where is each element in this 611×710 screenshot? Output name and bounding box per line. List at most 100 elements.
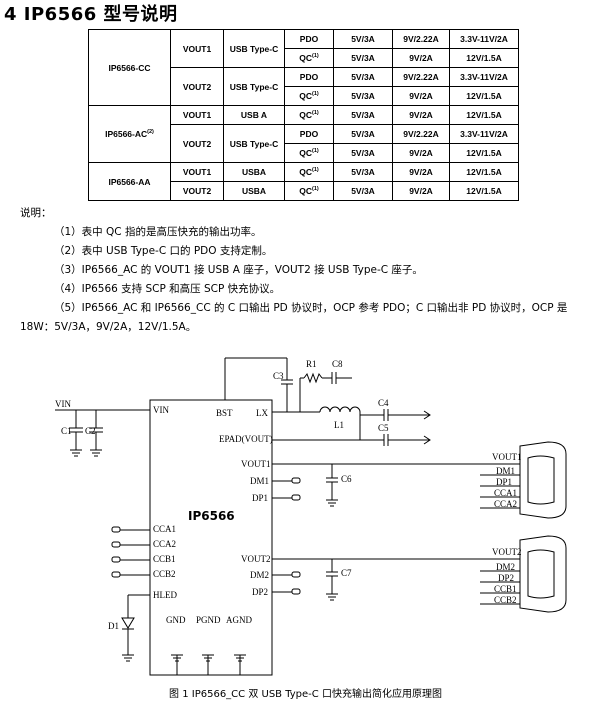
- protocol-cell: QC(1): [284, 48, 334, 68]
- value-cell: 9V/2.22A: [392, 29, 450, 49]
- c2-label: C2: [85, 426, 96, 436]
- table-row: QC(1) 5V/3A 9V/2A 12V/1.5A: [89, 143, 519, 163]
- table-row: IP6566-AC(2) VOUT1 USB A QC(1) 5V/3A 9V/…: [88, 105, 519, 163]
- port2-net-label: VOUT2: [492, 547, 522, 557]
- value-cell: 9V/2A: [392, 48, 450, 68]
- port1-line-label: DP1: [496, 477, 512, 487]
- c5-label: C5: [378, 423, 389, 433]
- port2-line-label: DM2: [496, 562, 515, 572]
- pin-pgnd: PGND: [196, 615, 221, 625]
- protocol-cell: PDO: [284, 29, 334, 49]
- port-cell: USB Type-C: [223, 124, 285, 163]
- protocol-cell: QC(1): [284, 86, 334, 106]
- port2-line-label: CCB1: [494, 584, 517, 594]
- port1-net-label: VOUT1: [492, 452, 522, 462]
- pin-epad: EPAD(VOUT): [219, 434, 273, 444]
- port1-line-label: DM1: [496, 466, 515, 476]
- pin-lx: LX: [256, 408, 268, 418]
- port2-line-label: DP2: [498, 573, 514, 583]
- protocol-cell: PDO: [284, 67, 334, 87]
- c7-label: C7: [341, 568, 352, 578]
- table-row: IP6566-CC VOUT1 USB Type-C PDO 5V/3A 9V/…: [88, 29, 519, 106]
- notes-heading: 说明：: [20, 207, 52, 219]
- value-cell: 5V/3A: [333, 105, 393, 125]
- note-item: （5）IP6566_AC 和 IP6566_CC 的 C 口输出 PD 协议时，…: [54, 302, 568, 314]
- value-cell: 12V/1.5A: [449, 162, 519, 182]
- note-item: （4）IP6566 支持 SCP 和高压 SCP 快充协议。: [54, 283, 281, 295]
- vout-cell: VOUT1: [170, 162, 224, 182]
- pin-vout1: VOUT1: [241, 459, 271, 469]
- schematic-diagram: IP6566 VIN CCA1 CCA2 CCB1 CCB2 HLED BST …: [55, 357, 567, 676]
- protocol-cell: QC(1): [284, 143, 334, 163]
- port2-line-label: CCB2: [494, 595, 517, 605]
- value-cell: 12V/1.5A: [449, 48, 519, 68]
- vout-cell: VOUT1: [170, 105, 224, 125]
- vout-cell: VOUT2: [170, 124, 224, 163]
- figure-caption: 图 1 IP6566_CC 双 USB Type-C 口快充输出简化应用原理图: [169, 689, 442, 700]
- value-cell: 9V/2A: [392, 86, 450, 106]
- pin-dm2: DM2: [250, 570, 269, 580]
- pin-dm1: DM1: [250, 476, 269, 486]
- pin-dp1: DP1: [252, 493, 268, 503]
- note-item: （2）表中 USB Type-C 口的 PDO 支持定制。: [54, 245, 273, 257]
- pin-cca2: CCA2: [153, 539, 176, 549]
- protocol-cell: PDO: [284, 124, 334, 144]
- chip-body: [149, 399, 273, 676]
- vout-cell: VOUT2: [170, 181, 224, 201]
- table-row: VOUT2 USB Type-C PDO 5V/3A 9V/2.22A 3.3V…: [89, 67, 519, 106]
- vout-cell: VOUT2: [170, 67, 224, 106]
- value-cell: 9V/2A: [392, 162, 450, 182]
- pin-vout2: VOUT2: [241, 554, 271, 564]
- value-cell: 5V/3A: [333, 86, 393, 106]
- value-cell: 3.3V-11V/2A: [449, 29, 519, 49]
- value-cell: 9V/2A: [392, 143, 450, 163]
- vout-cell: VOUT1: [170, 29, 224, 68]
- pin-vin: VIN: [153, 405, 169, 415]
- port-cell: USB Type-C: [223, 67, 285, 106]
- l1-label: L1: [334, 420, 344, 430]
- value-cell: 5V/3A: [333, 29, 393, 49]
- model-cell: IP6566-AA: [88, 162, 171, 201]
- c4-label: C4: [378, 398, 389, 408]
- chip-name: IP6566: [188, 509, 235, 523]
- c3-label: C3: [273, 371, 284, 381]
- vin-label: VIN: [55, 399, 71, 409]
- model-cell: IP6566-AC(2): [88, 105, 171, 163]
- value-cell: 12V/1.5A: [449, 105, 519, 125]
- value-cell: 12V/1.5A: [449, 86, 519, 106]
- table-row: VOUT2 USBA QC(1) 5V/3A 9V/2A 12V/1.5A: [89, 181, 519, 201]
- c8-label: C8: [332, 359, 343, 369]
- value-cell: 3.3V-11V/2A: [449, 124, 519, 144]
- value-cell: 3.3V-11V/2A: [449, 67, 519, 87]
- protocol-cell: QC(1): [284, 162, 334, 182]
- pin-bst: BST: [216, 408, 233, 418]
- port-cell: USBA: [223, 162, 285, 182]
- note-item: （1）表中 QC 指的是高压快充的输出功率。: [54, 226, 262, 238]
- pin-ccb2: CCB2: [153, 569, 176, 579]
- note-item: （3）IP6566_AC 的 VOUT1 接 USB A 座子，VOUT2 接 …: [54, 264, 423, 276]
- usb-c-connector-1: [519, 441, 567, 519]
- value-cell: 12V/1.5A: [449, 143, 519, 163]
- value-cell: 5V/3A: [333, 143, 393, 163]
- value-cell: 5V/3A: [333, 181, 393, 201]
- port-cell: USB A: [223, 105, 285, 125]
- value-cell: 5V/3A: [333, 162, 393, 182]
- pin-cca1: CCA1: [153, 524, 176, 534]
- section-title: 4 IP6566 型号说明: [4, 4, 178, 25]
- pin-gnd: GND: [166, 615, 186, 625]
- model-spec-table: IP6566-CC VOUT1 USB Type-C PDO 5V/3A 9V/…: [88, 29, 519, 201]
- value-cell: 5V/3A: [333, 67, 393, 87]
- port1-line-label: CCA1: [494, 488, 517, 498]
- value-cell: 9V/2.22A: [392, 67, 450, 87]
- value-cell: 5V/3A: [333, 48, 393, 68]
- usb-c-connector-2: [519, 535, 567, 613]
- port1-line-label: CCA2: [494, 499, 517, 509]
- protocol-cell: QC(1): [284, 105, 334, 125]
- value-cell: 9V/2A: [392, 105, 450, 125]
- c1-label: C1: [61, 426, 72, 436]
- table-row: IP6566-AA VOUT1 USBA QC(1) 5V/3A 9V/2A 1…: [88, 162, 519, 201]
- value-cell: 9V/2A: [392, 181, 450, 201]
- pin-dp2: DP2: [252, 587, 268, 597]
- value-cell: 5V/3A: [333, 124, 393, 144]
- port-cell: USBA: [223, 181, 285, 201]
